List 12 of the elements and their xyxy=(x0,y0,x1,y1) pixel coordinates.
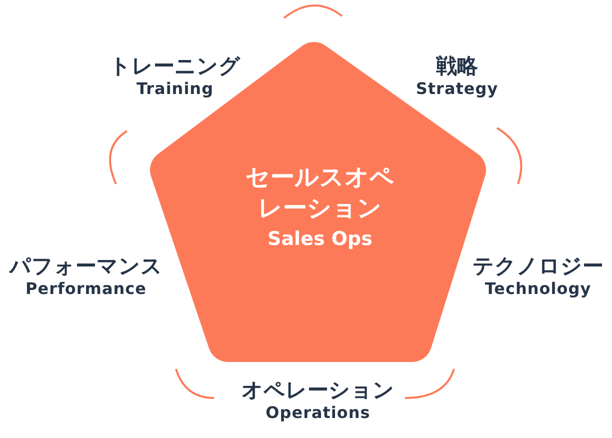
category-label: テクノロジー xyxy=(472,254,604,280)
category-label-english: Technology xyxy=(484,279,592,300)
category-label: パフォーマンス xyxy=(10,254,162,280)
category-label: オペレーション xyxy=(242,378,394,404)
category-label: 戦略 xyxy=(436,54,478,80)
category-label: トレーニング xyxy=(110,54,240,80)
category-label-english: Training xyxy=(136,79,214,100)
category-label-english: Strategy xyxy=(416,79,498,100)
category-label-english: Operations xyxy=(266,403,370,424)
center-title: セールスオペレーション xyxy=(244,162,396,224)
category-label-english: Performance xyxy=(25,279,146,300)
center-subtitle: Sales Ops xyxy=(268,228,372,250)
